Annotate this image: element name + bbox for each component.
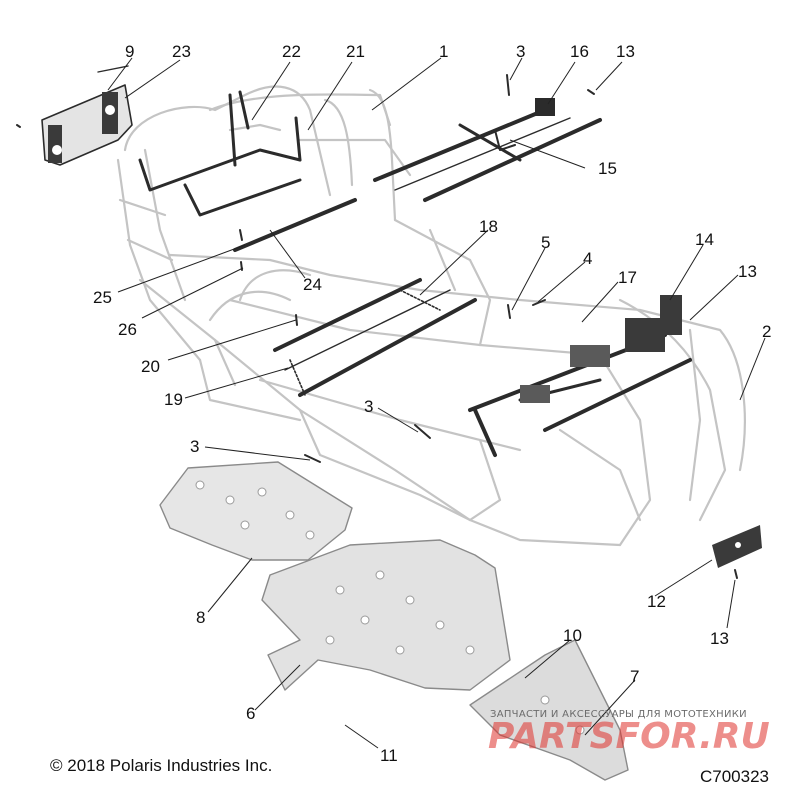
callout-24: 24 xyxy=(303,275,322,294)
callout-16: 16 xyxy=(570,42,589,61)
callout-14: 14 xyxy=(695,230,714,249)
callout-21: 21 xyxy=(346,42,365,61)
front-crossmember xyxy=(468,295,692,457)
callout-25: 25 xyxy=(93,288,112,307)
watermark-brand: PARTSFOR.RU xyxy=(488,716,770,757)
callout-8: 8 xyxy=(196,608,205,627)
frame-components xyxy=(16,65,762,579)
callout-3-top: 3 xyxy=(516,42,525,61)
callout-20: 20 xyxy=(141,357,160,376)
callout-3-low: 3 xyxy=(190,437,199,456)
callout-4: 4 xyxy=(583,249,592,268)
callout-3-mid: 3 xyxy=(364,397,373,416)
callout-13-top: 13 xyxy=(616,42,635,61)
callout-1: 1 xyxy=(439,42,448,61)
skid-plates xyxy=(159,461,629,781)
leader-lines xyxy=(107,57,766,749)
callout-10: 10 xyxy=(563,626,582,645)
callout-23: 23 xyxy=(172,42,191,61)
callout-7: 7 xyxy=(630,667,639,686)
callout-26: 26 xyxy=(118,320,137,339)
front-skid-plate xyxy=(469,639,629,781)
callout-22: 22 xyxy=(282,42,301,61)
callout-17: 17 xyxy=(618,268,637,287)
callout-19: 19 xyxy=(164,390,183,409)
watermark: ЗАПЧАСТИ И АКСЕССУАРЫ ДЛЯ МОТОТЕХНИКИ PA… xyxy=(488,709,770,757)
main-skid-plate xyxy=(261,539,511,691)
rear-bracket-plate xyxy=(41,65,133,166)
watermark-subtitle: ЗАПЧАСТИ И АКСЕССУАРЫ ДЛЯ МОТОТЕХНИКИ xyxy=(490,709,747,720)
front-bracket-12 xyxy=(712,525,762,568)
callout-18: 18 xyxy=(479,217,498,236)
callout-2: 2 xyxy=(762,322,771,341)
callout-15: 15 xyxy=(598,159,617,178)
callout-11: 11 xyxy=(380,746,398,765)
callout-13-mid: 13 xyxy=(738,262,757,281)
callout-5: 5 xyxy=(541,233,550,252)
lower-seat-rails xyxy=(273,278,477,397)
copyright-notice: © 2018 Polaris Industries Inc. xyxy=(50,756,272,775)
callout-13-bottom: 13 xyxy=(710,629,729,648)
figure-code: C700323 xyxy=(700,767,769,786)
callout-labels: 9 23 22 21 1 3 16 13 15 18 5 14 4 13 17 … xyxy=(93,42,771,765)
callout-6: 6 xyxy=(246,704,255,723)
seat-uprights xyxy=(138,90,302,217)
upper-seat-rails xyxy=(373,98,602,202)
callout-9: 9 xyxy=(125,42,134,61)
seat-rail-24 xyxy=(233,198,357,252)
rear-skid-plate xyxy=(159,461,353,561)
callout-12: 12 xyxy=(647,592,666,611)
fasteners xyxy=(16,74,738,579)
